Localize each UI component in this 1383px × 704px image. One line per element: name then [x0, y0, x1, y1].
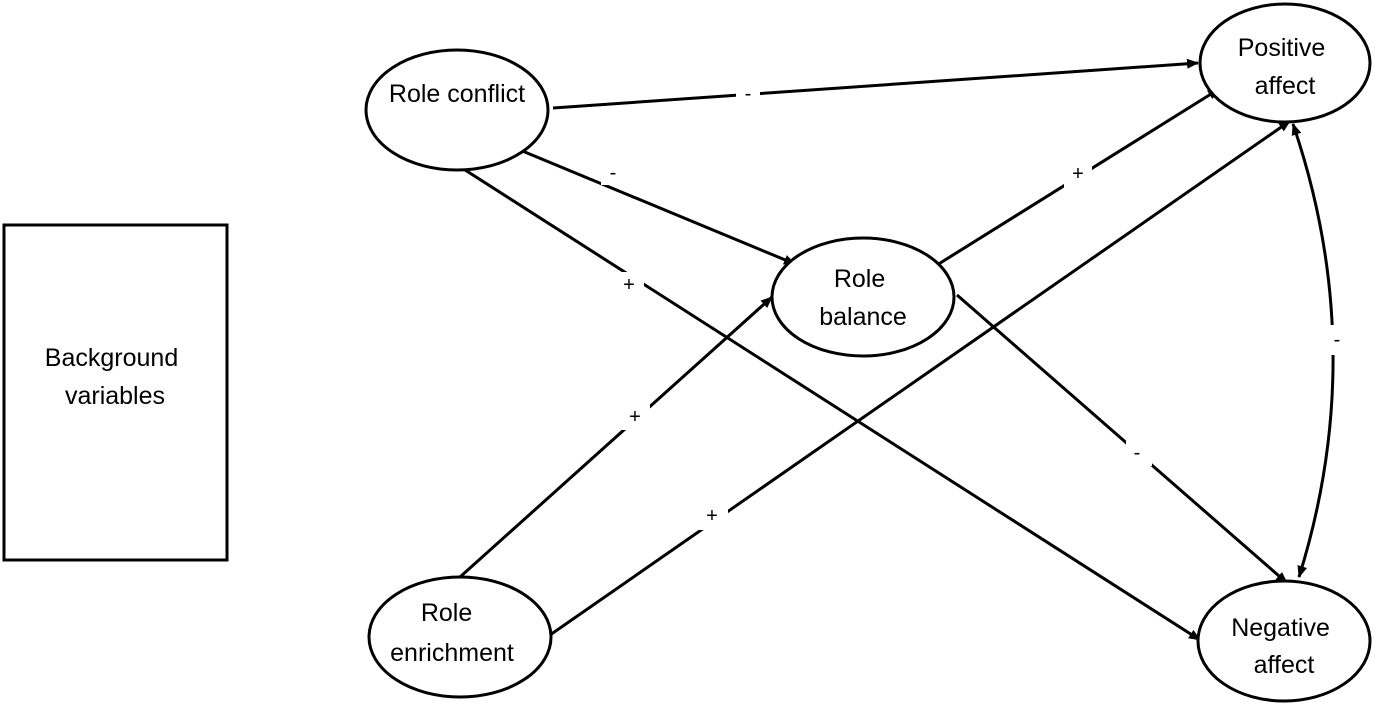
edge-conflict-to-balance	[519, 148, 796, 266]
sign-label: +	[1072, 163, 1084, 185]
sign-balance-positive: +	[1064, 160, 1092, 188]
node-background-variables: Background variables	[2, 223, 229, 562]
node-role-enrichment: Role enrichment	[367, 575, 553, 699]
sign-label: -	[1334, 329, 1341, 351]
node-label: Negative	[1231, 614, 1330, 642]
svg-text:Positive affect: Positive affect	[1238, 34, 1333, 100]
sign-conflict-positive: -	[736, 82, 760, 105]
svg-text:Role balance: Role balance	[819, 265, 907, 331]
edge-enrichment-to-balance	[458, 295, 774, 579]
svg-text:Background variables: Background variables	[45, 344, 185, 410]
svg-text:Role enrichment: Role enrichment	[390, 599, 514, 667]
node-positive-affect: Positive affect	[1198, 2, 1372, 124]
node-label: variables	[65, 382, 165, 410]
svg-text:Negative affect: Negative affect	[1231, 614, 1337, 679]
edge-conflict-to-negative	[461, 166, 1201, 642]
sign-conflict-negative: +	[616, 272, 644, 298]
sign-label: +	[706, 505, 718, 527]
sign-label: -	[610, 162, 617, 184]
edge-sign-labels: - - + + + + - -	[601, 82, 1349, 530]
node-label: Background	[45, 344, 178, 372]
node-label: enrichment	[390, 639, 514, 667]
sign-label: +	[629, 406, 641, 428]
edge-balance-to-negative	[956, 293, 1288, 585]
sign-conflict-balance: -	[601, 161, 625, 185]
node-label: Role conflict	[389, 80, 525, 108]
sign-label: -	[1134, 442, 1141, 464]
sign-label: +	[623, 274, 635, 296]
edge-enrichment-to-positive	[549, 119, 1291, 637]
node-label: Role	[834, 265, 885, 293]
node-role-balance: Role balance	[770, 236, 956, 358]
node-label: balance	[819, 303, 907, 331]
sign-enrichment-positive: +	[698, 502, 728, 530]
edge-conflict-to-positive	[552, 58, 1199, 110]
sign-positive-negative: -	[1325, 325, 1349, 355]
svg-text:Role conflict: Role conflict	[389, 80, 525, 108]
node-negative-affect: Negative affect	[1196, 579, 1372, 703]
node-label: Positive	[1238, 34, 1326, 62]
sign-enrichment-balance: +	[622, 402, 650, 430]
node-role-conflict: Role conflict	[364, 48, 550, 172]
sign-balance-negative: -	[1126, 440, 1152, 466]
node-label: affect	[1255, 72, 1316, 100]
node-label: affect	[1254, 651, 1315, 679]
sign-label: -	[745, 83, 752, 105]
node-label: Role	[421, 599, 472, 627]
